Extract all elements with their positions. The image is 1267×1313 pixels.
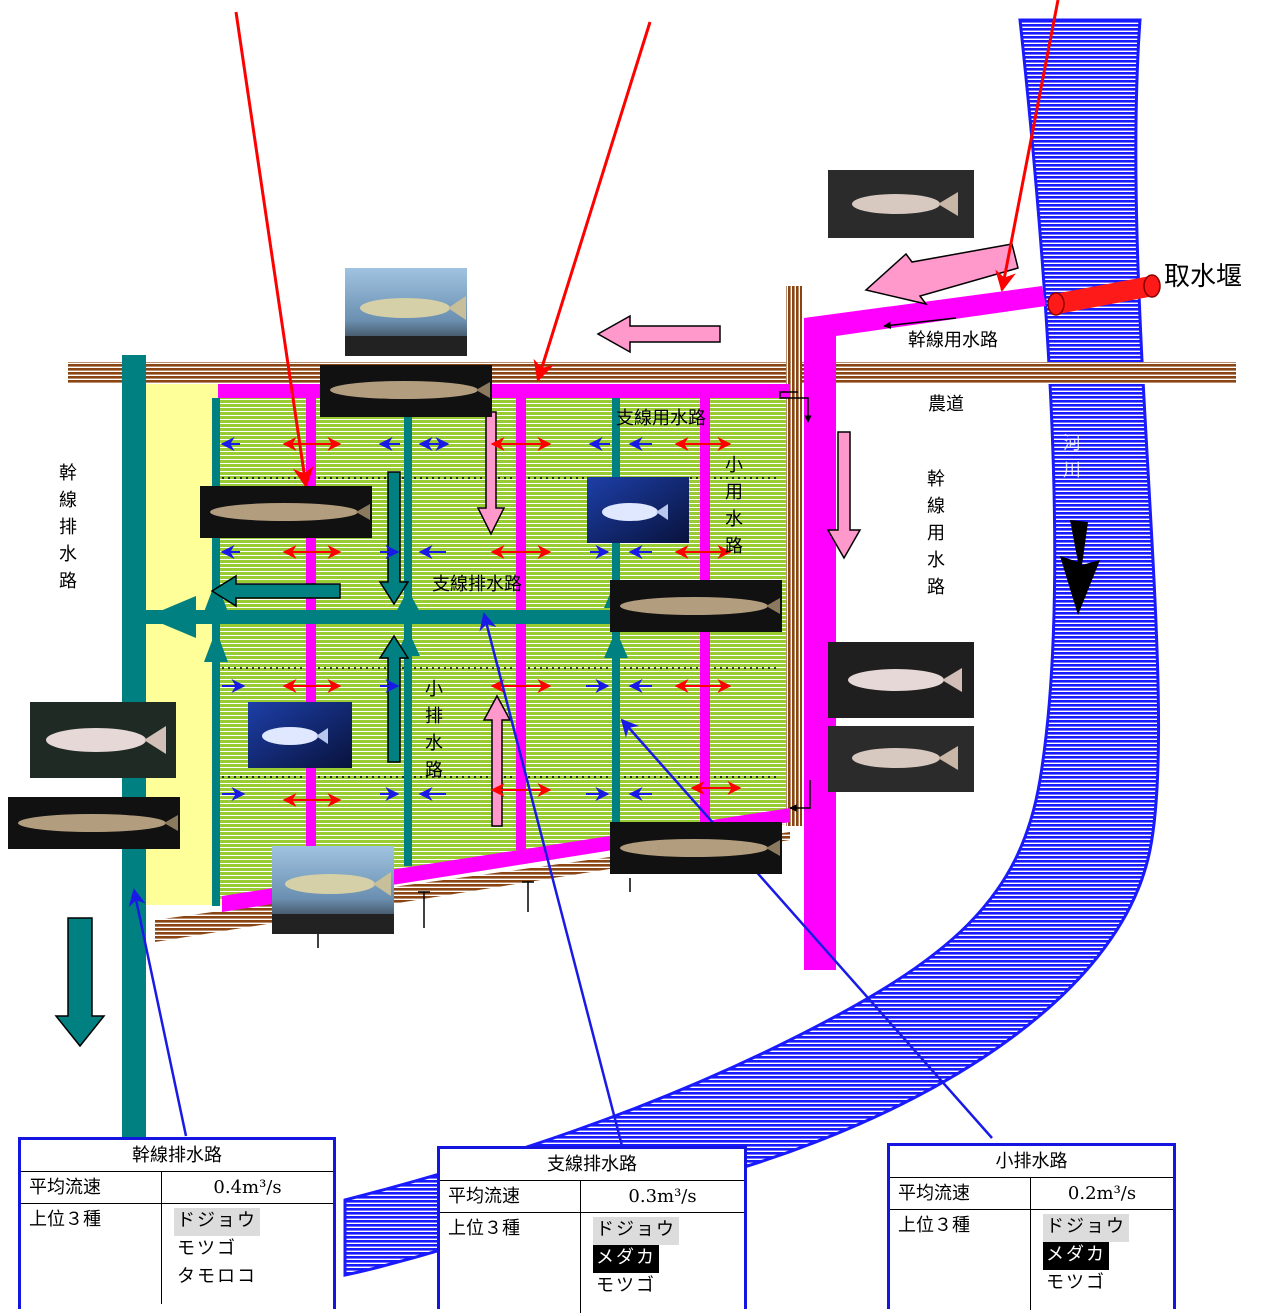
intake-weir-label: 取水堰: [1164, 262, 1243, 292]
photo-gudgeon-top: [345, 268, 467, 356]
species-3: モツゴ: [596, 1275, 656, 1296]
photo-medaka-2: [248, 702, 352, 768]
table-branch-drain: 支線排水路 平均流速 0.3m³/s 上位３種 ドジョウ メダカ モツゴ: [437, 1146, 747, 1313]
table-main-drain: 幹線排水路 平均流速 0.4m³/s 上位３種 ドジョウ モツゴ タモロコ: [18, 1137, 336, 1309]
table-title: 小排水路: [890, 1146, 1173, 1178]
rank-label: 上位３種: [21, 1204, 162, 1304]
table-title: 幹線排水路: [21, 1140, 333, 1172]
photo-loach-4: [8, 797, 180, 849]
speed-value: 0.4m³/s: [213, 1177, 282, 1198]
photo-gudgeon-bottom: [272, 846, 394, 934]
farm-road-right: [786, 286, 802, 826]
river-label: 河川: [1063, 433, 1081, 481]
photo-loach-5: [610, 822, 782, 874]
river: [343, 18, 1161, 1277]
intake-weir-cylinder: [1047, 274, 1161, 316]
farm-road-label: 農道: [928, 394, 964, 415]
rank-label: 上位３種: [890, 1210, 1031, 1310]
photo-loach-3: [610, 580, 782, 632]
species-3: タモロコ: [177, 1266, 257, 1287]
main-supply-canal: [804, 286, 1046, 970]
speed-label: 平均流速: [440, 1181, 581, 1212]
photo-minnow-1: [828, 170, 974, 238]
small-supply-canal-label: 小用水路: [725, 455, 743, 557]
species-1: ドジョウ: [593, 1217, 679, 1245]
speed-value: 0.3m³/s: [628, 1186, 697, 1207]
branch-supply-canal-label: 支線用水路: [616, 408, 706, 429]
branch-drain-label: 支線排水路: [432, 574, 522, 595]
table-small-drain: 小排水路 平均流速 0.2m³/s 上位３種 ドジョウ メダカ モツゴ: [887, 1143, 1176, 1310]
species-3: モツゴ: [1046, 1272, 1106, 1293]
photo-medaka-1: [587, 477, 689, 543]
photo-minnow-2: [828, 642, 974, 718]
photo-loach-2: [200, 486, 372, 538]
river-flow-arrow: [1060, 520, 1100, 615]
branch-drain: [146, 610, 636, 624]
table-title: 支線排水路: [440, 1149, 744, 1181]
branch-supply-canal: [218, 384, 790, 398]
species-2: メダカ: [1043, 1242, 1109, 1270]
main-supply-canal-label-v: 幹線用水路: [927, 469, 945, 598]
speed-value: 0.2m³/s: [1067, 1183, 1137, 1204]
farm-road: [68, 362, 1236, 384]
species-2: モツゴ: [177, 1238, 237, 1259]
photo-loach-1: [320, 365, 492, 417]
species-1: ドジョウ: [174, 1208, 260, 1236]
small-drain-label: 小排水路: [425, 679, 443, 781]
species-1: ドジョウ: [1043, 1214, 1129, 1242]
speed-label: 平均流速: [21, 1172, 162, 1203]
species-2: メダカ: [593, 1245, 659, 1273]
main-drain-label: 幹線排水路: [59, 463, 77, 592]
photo-minnow-3: [828, 726, 974, 792]
rank-label: 上位３種: [440, 1213, 581, 1313]
main-supply-canal-label-h: 幹線用水路: [908, 330, 998, 351]
photo-minnow-4: [30, 702, 176, 778]
speed-label: 平均流速: [890, 1178, 1031, 1209]
